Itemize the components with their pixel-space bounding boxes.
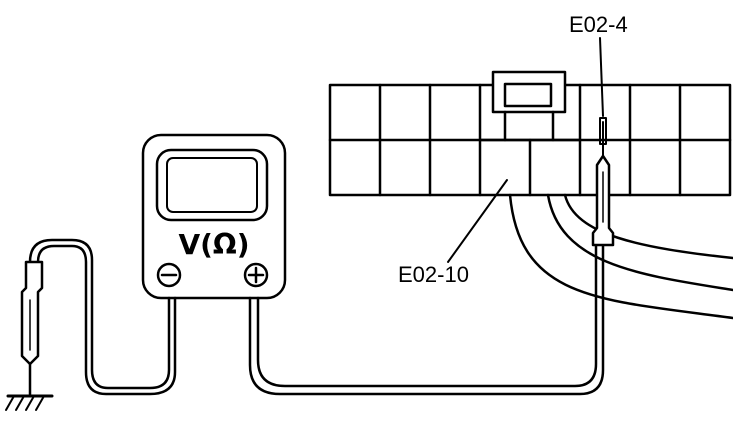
leader-e02-4 <box>599 37 604 117</box>
multimeter-display <box>166 157 258 213</box>
harness-wires <box>508 193 733 320</box>
multimeter <box>141 133 287 300</box>
plus-terminal-icon <box>243 262 269 288</box>
negative-lead <box>28 238 177 396</box>
meter-mode-label: V(Ω) <box>178 228 249 261</box>
connector-e02 <box>328 70 732 197</box>
positive-probe <box>591 121 615 247</box>
label-e02-4: E02-4 <box>569 12 628 37</box>
leader-e02-10 <box>447 179 508 263</box>
multimeter-display-outer <box>155 148 269 222</box>
positive-lead <box>248 243 605 396</box>
minus-terminal-icon <box>156 262 182 288</box>
ground-probe <box>20 260 44 398</box>
connector-latch <box>478 70 582 142</box>
ground-symbol-icon <box>5 394 54 411</box>
multimeter-body <box>141 133 287 300</box>
label-e02-10: E02-10 <box>398 262 469 287</box>
